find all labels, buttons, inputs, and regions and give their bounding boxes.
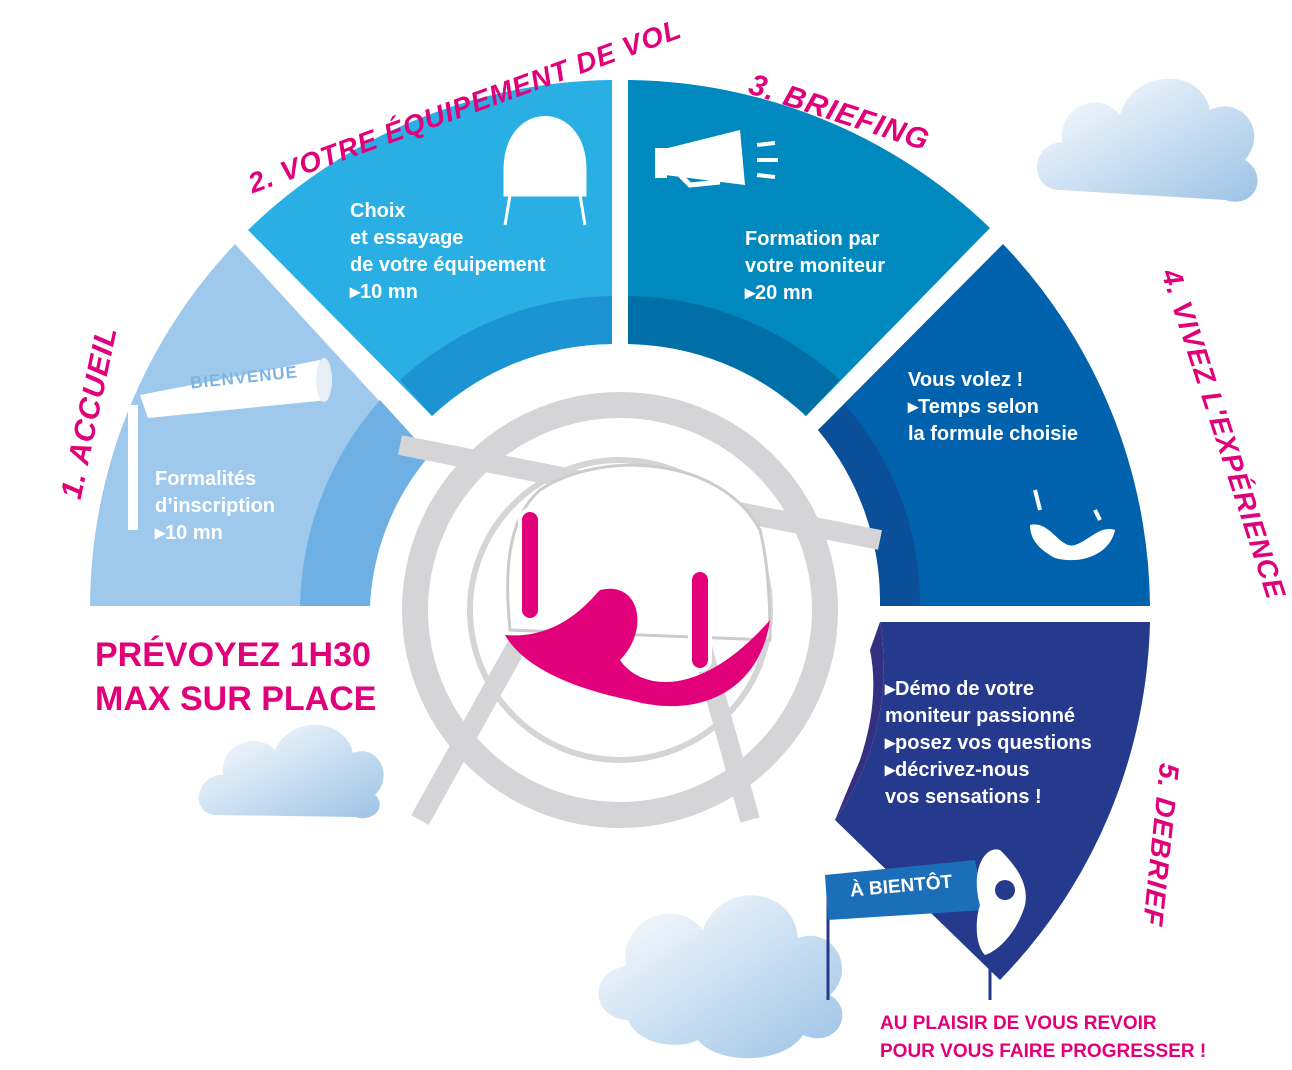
helmet-goggles-icon — [503, 116, 587, 226]
step-segment-accueil-inner — [300, 400, 430, 606]
steps-wheel-diagram — [90, 78, 1258, 1059]
cloud-icon — [1037, 78, 1258, 202]
step-segment-debrief-inner — [835, 622, 884, 820]
closing-message: Au plaisir de vous revoirpour vous faire… — [880, 1013, 1207, 1062]
flight-steps-page: 1. Accueil 2. Votre équipement de vol 3.… — [55, 13, 1292, 1062]
step-segment-briefing-inner — [628, 296, 840, 416]
flying-hand-icon — [1030, 489, 1115, 561]
cloud-icon — [198, 724, 384, 819]
duration-note: Prévoyez 1h30max sur place — [95, 636, 377, 718]
flyer-pictogram-icon — [505, 463, 772, 707]
ok-hand-icon — [976, 849, 1026, 955]
megaphone-icon — [655, 130, 778, 188]
step-segment-equipement-inner — [400, 296, 612, 416]
windsock-icon — [128, 358, 332, 530]
cloud-icon — [598, 895, 843, 1059]
step-segment-experience-inner — [818, 405, 921, 606]
